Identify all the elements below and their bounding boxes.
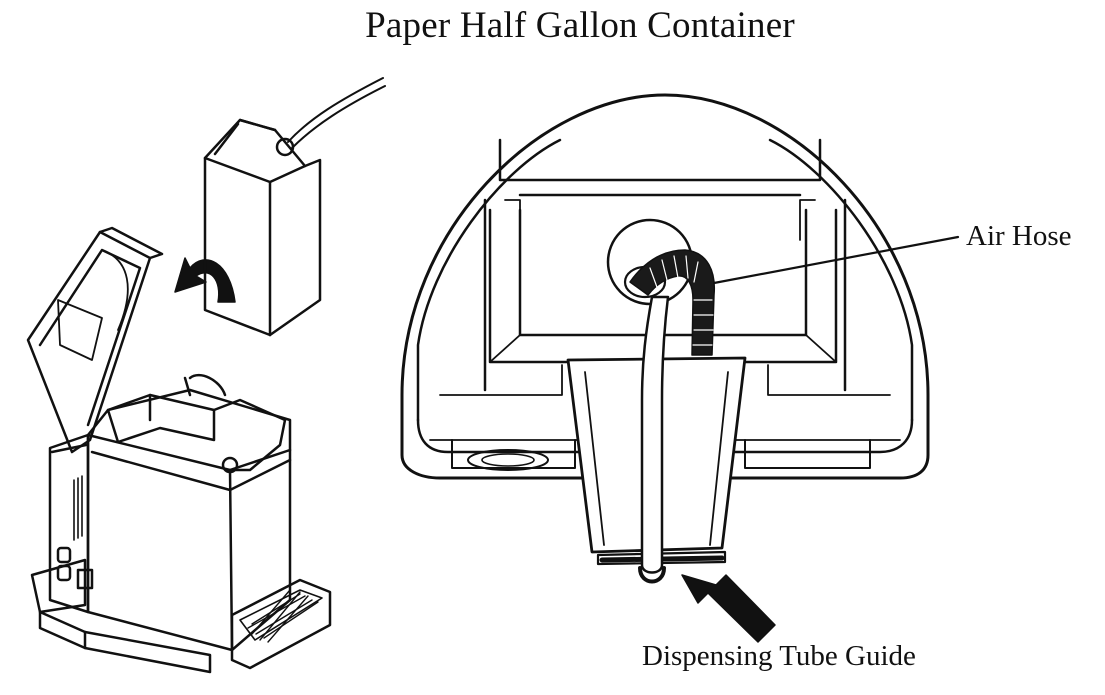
detail-view-illustration — [400, 93, 960, 643]
air-hose-label: Air Hose — [966, 220, 1072, 252]
dispenser-machine-illustration — [26, 226, 332, 674]
air-hose-leader-line — [712, 235, 960, 285]
power-switch-icon — [76, 568, 94, 590]
hose-connector-icon — [221, 456, 239, 474]
tube-guide-pointer-arrow-icon — [681, 574, 776, 643]
side-port-icon — [56, 564, 72, 582]
dispensing-tube-guide-label: Dispensing Tube Guide — [642, 640, 916, 672]
air-hose — [629, 249, 716, 356]
diagram-title: Paper Half Gallon Container — [365, 5, 795, 46]
dispensing-tube — [640, 295, 670, 574]
insert-rotation-arrow-icon — [174, 257, 236, 303]
paper-carton-illustration — [203, 77, 386, 337]
machine-side-vents — [73, 475, 83, 541]
side-knob-icon — [56, 546, 72, 564]
open-lid — [26, 226, 164, 454]
drip-tray — [230, 578, 332, 670]
